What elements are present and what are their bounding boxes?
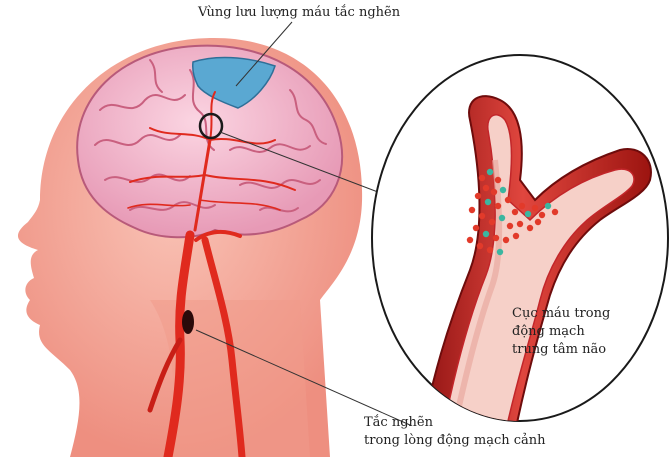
carotid-blockage bbox=[182, 310, 194, 334]
carotid-label-line-2: trong lòng động mạch cảnh bbox=[364, 432, 546, 450]
carotid-blockage-label: Tắc nghẽn trong lòng động mạch cảnh bbox=[364, 414, 546, 450]
clot-label-line-2: động mạch bbox=[512, 323, 610, 341]
blocked-area-label: Vùng lưu lượng máu tắc nghẽn bbox=[198, 4, 400, 22]
carotid-label-line-1: Tắc nghẽn bbox=[364, 414, 546, 432]
clot-label-line-1: Cục máu trong bbox=[512, 305, 610, 323]
blocked-area-text: Vùng lưu lượng máu tắc nghẽn bbox=[198, 4, 400, 22]
clot-label: Cục máu trong động mạch trung tâm não bbox=[512, 305, 610, 359]
clot-label-line-3: trung tâm não bbox=[512, 341, 610, 359]
